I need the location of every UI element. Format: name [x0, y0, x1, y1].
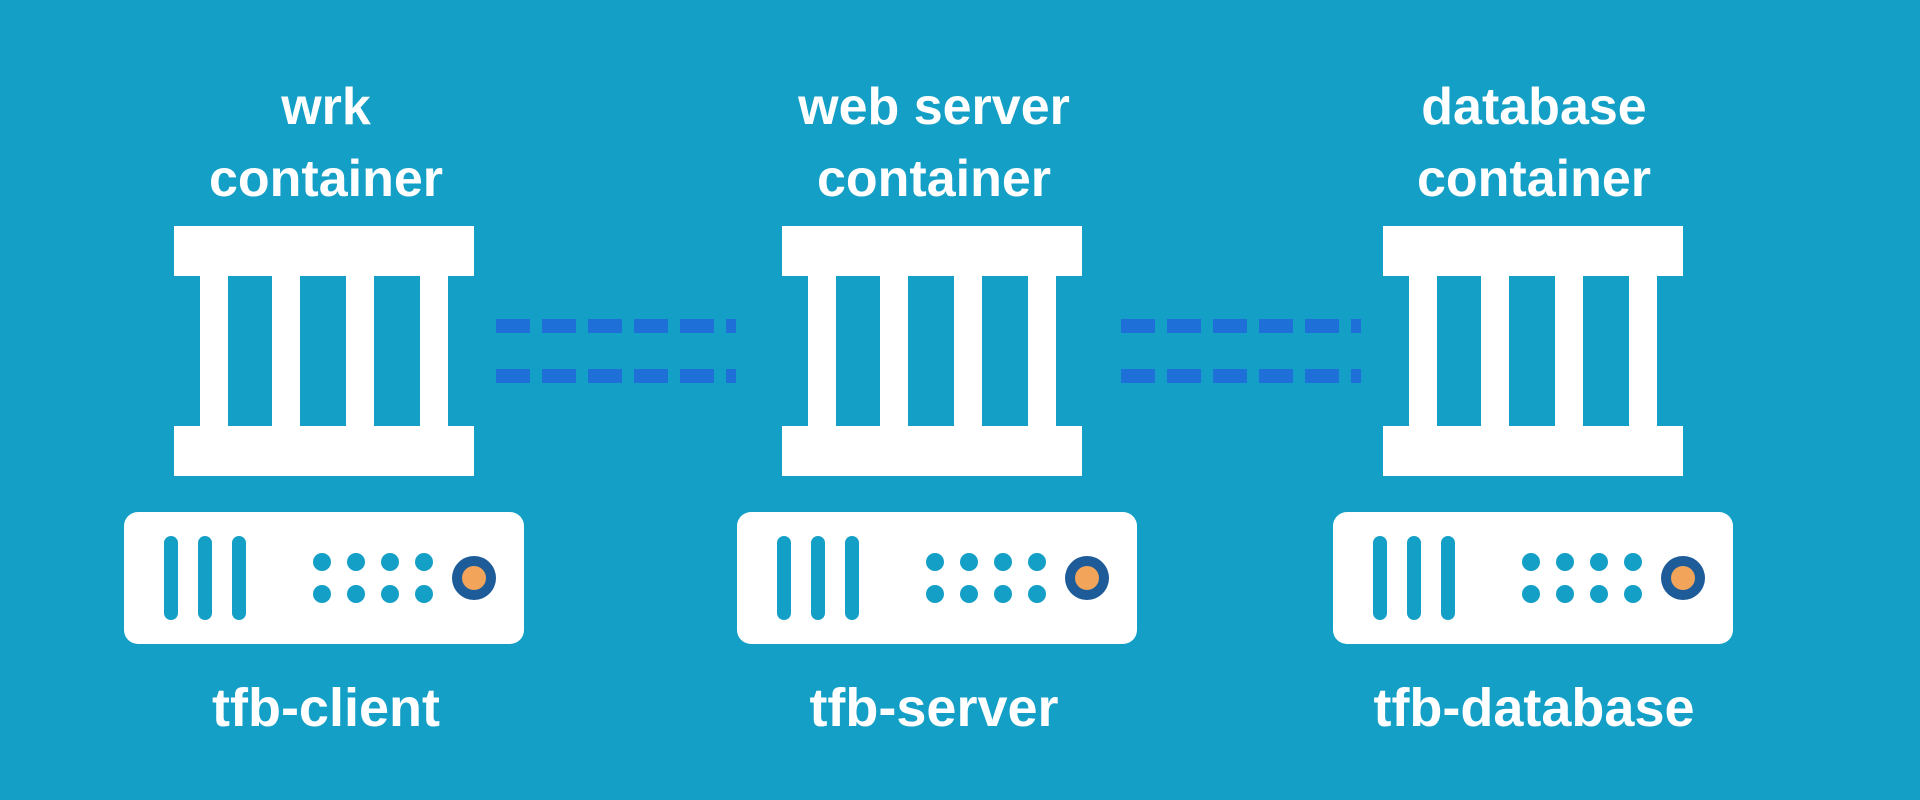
node-title-line1: web server — [797, 78, 1070, 136]
container-icon — [782, 226, 1082, 476]
server-icon — [737, 512, 1137, 644]
node-title-line2: container — [817, 150, 1051, 208]
connector-server-database — [1121, 319, 1361, 383]
host-label: tfb-database — [1373, 678, 1694, 738]
host-label: tfb-server — [809, 678, 1058, 738]
node-title-line1: database — [1421, 78, 1646, 136]
node-database: database container tfb-databa — [1333, 78, 1733, 738]
node-title-line2: container — [209, 150, 443, 208]
container-icon — [1383, 226, 1683, 476]
node-server: web server container tfb-serv — [737, 78, 1137, 738]
server-icon — [124, 512, 524, 644]
node-client: wrk container tfb-client — [124, 78, 524, 738]
node-title-line1: wrk — [280, 78, 371, 136]
container-icon — [174, 226, 474, 476]
server-icon — [1333, 512, 1733, 644]
connector-client-server — [496, 319, 736, 383]
host-label: tfb-client — [212, 678, 440, 738]
node-title-line2: container — [1417, 150, 1651, 208]
